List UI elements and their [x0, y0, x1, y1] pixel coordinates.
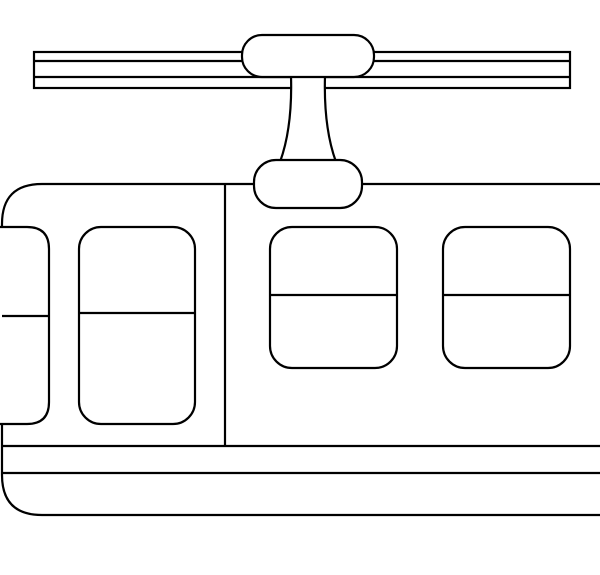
window-4: [441, 225, 572, 370]
bottom-bogie: [252, 158, 364, 210]
window-2: [77, 225, 197, 426]
top-bogie: [240, 33, 376, 79]
window-1: [0, 225, 51, 426]
window-3: [268, 225, 399, 370]
